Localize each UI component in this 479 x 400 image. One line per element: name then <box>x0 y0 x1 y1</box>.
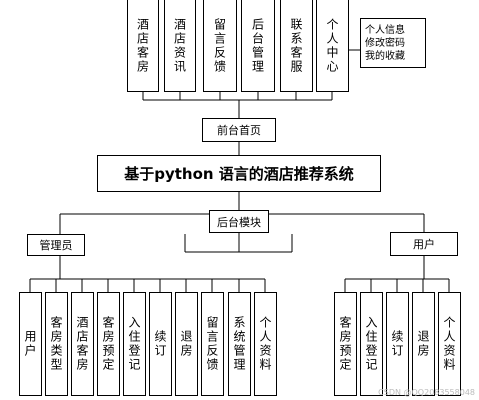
front-home-node: 前台首页 <box>202 118 276 142</box>
admin-item-checkout: 退房 <box>175 292 198 396</box>
admin-item-hotel-rooms: 酒店客房 <box>71 292 94 396</box>
admin-node: 管理员 <box>27 234 85 256</box>
user-node: 用户 <box>390 232 458 256</box>
admin-item-room-types: 客房类型 <box>45 292 68 396</box>
watermark: CSDN @QQ2083558048 <box>378 388 475 397</box>
back-module-node: 后台模块 <box>209 210 269 233</box>
front-module-hotel-news: 酒店资讯 <box>164 0 196 92</box>
front-module-hotel-rooms: 酒店客房 <box>127 0 159 92</box>
admin-item-renewal: 续订 <box>149 292 172 396</box>
user-item-checkout: 退房 <box>412 292 435 396</box>
personal-center-note: 个人信息 修改密码 我的收藏 <box>360 18 426 68</box>
user-item-renewal: 续订 <box>386 292 409 396</box>
system-title-node: 基于python 语言的酒店推荐系统 <box>97 155 381 192</box>
front-module-feedback: 留言反馈 <box>203 0 237 92</box>
user-item-check-in: 入住登记 <box>360 292 383 396</box>
front-module-personal-center: 个人中心 <box>316 0 349 92</box>
admin-item-room-booking: 客房预定 <box>97 292 120 396</box>
admin-item-check-in: 入住登记 <box>123 292 146 396</box>
front-module-customer-service: 联系客服 <box>280 0 313 92</box>
admin-item-users: 用户 <box>19 292 42 396</box>
user-item-room-booking: 客房预定 <box>334 292 357 396</box>
front-module-backend: 后台管理 <box>241 0 275 92</box>
admin-item-profile: 个人资料 <box>254 292 277 396</box>
admin-item-feedback: 留言反馈 <box>201 292 224 396</box>
user-item-profile: 个人资料 <box>438 292 461 396</box>
admin-item-system-management: 系统管理 <box>228 292 251 396</box>
